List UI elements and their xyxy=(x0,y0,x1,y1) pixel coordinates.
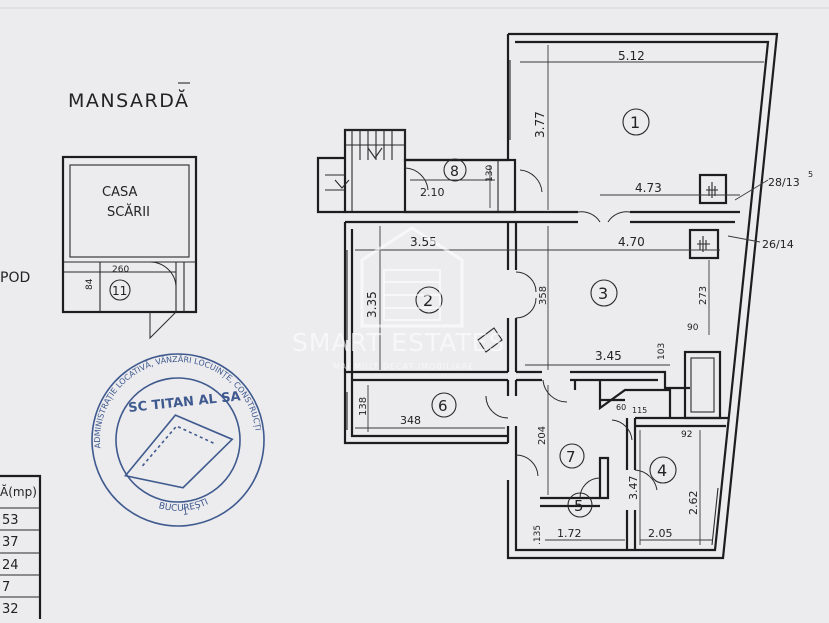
plan-title: MANSARDĂ xyxy=(68,88,190,112)
dim-28-13: 28/13 xyxy=(768,176,800,189)
room-5-number: 5 xyxy=(574,497,584,515)
room-2-number: 2 xyxy=(423,291,433,310)
room-11-number: 11 xyxy=(112,284,127,298)
scarii-label: SCĂRII xyxy=(107,204,150,220)
flue-symbol xyxy=(477,327,503,353)
dim-210: 2.10 xyxy=(420,186,445,199)
dim-260: 260 xyxy=(112,265,129,275)
table-row: 7 xyxy=(2,580,10,595)
room-1-number: 1 xyxy=(630,113,640,132)
casa-label: CASA xyxy=(102,185,137,200)
watermark-tagline: MAI MULT DECAT IMOBILIARE xyxy=(333,362,474,371)
area-table: Ă(mp) 53 37 24 7 32 xyxy=(0,474,42,619)
dim-92: 92 xyxy=(681,430,692,440)
room-numbers: 1 2 3 4 5 6 7 8 xyxy=(415,108,677,518)
dim-26-14: 26/14 xyxy=(762,238,794,251)
stamp-number: 1 xyxy=(182,507,189,518)
room-8-number: 8 xyxy=(450,164,459,180)
room-6-number: 6 xyxy=(438,397,448,415)
table-row: 53 xyxy=(2,513,19,528)
room-4-number: 4 xyxy=(657,461,667,480)
apartment-plan xyxy=(316,32,779,560)
dim-103: 103 xyxy=(657,343,667,360)
dim-84: 84 xyxy=(85,278,95,290)
pod-label: POD xyxy=(0,270,30,286)
dim-172: 1.72 xyxy=(557,527,582,540)
dim-470: 4.70 xyxy=(618,235,645,249)
dim-377: 3.77 xyxy=(533,111,547,138)
window-room-4 xyxy=(711,487,719,546)
stamp-center-text: SC TITAN AL SA xyxy=(128,389,242,416)
dim-90: 90 xyxy=(687,323,699,333)
duct-box xyxy=(683,350,722,420)
dim-358: 358 xyxy=(538,286,549,305)
smart-estates-watermark: SMART ESTATES MAI MULT DECAT IMOBILIARE xyxy=(292,226,505,371)
table-row: 37 xyxy=(2,535,19,550)
watermark-brand: SMART ESTATES xyxy=(292,328,505,357)
room-7-number: 7 xyxy=(566,448,576,466)
dim-512: 5.12 xyxy=(618,49,645,63)
dim-138: 138 xyxy=(358,397,369,416)
dim-135: .135 xyxy=(533,525,543,545)
table-row: 32 xyxy=(2,602,19,617)
dim-28-sup: 5 xyxy=(808,170,813,179)
dim-205: 2.05 xyxy=(648,527,673,540)
dim-115: 115 xyxy=(632,406,647,415)
chimney-1 xyxy=(698,173,728,205)
dim-348: 348 xyxy=(400,414,421,427)
table-header: Ă(mp) xyxy=(0,484,37,499)
room-3-number: 3 xyxy=(598,284,608,303)
dim-273: 273 xyxy=(698,286,709,305)
staircase-unit: CASA SCĂRII 260 84 11 xyxy=(61,155,198,340)
dimension-lines xyxy=(355,45,769,545)
chimney-2 xyxy=(688,228,720,260)
dim-345: 3.45 xyxy=(595,349,622,363)
stair-hatching xyxy=(325,130,405,212)
dim-204: 204 xyxy=(537,426,548,445)
dim-130: 130 xyxy=(485,165,495,182)
table-row: 24 xyxy=(2,558,19,573)
dim-60: 60 xyxy=(616,403,626,412)
dimension-labels: 5.12 3.77 4.73 4.70 3.55 3.35 358 273 90… xyxy=(358,49,813,545)
dim-347: 3.47 xyxy=(627,476,640,501)
dim-473: 4.73 xyxy=(635,181,662,195)
dim-335: 3.35 xyxy=(365,291,379,318)
dim-262: 2.62 xyxy=(687,491,700,516)
